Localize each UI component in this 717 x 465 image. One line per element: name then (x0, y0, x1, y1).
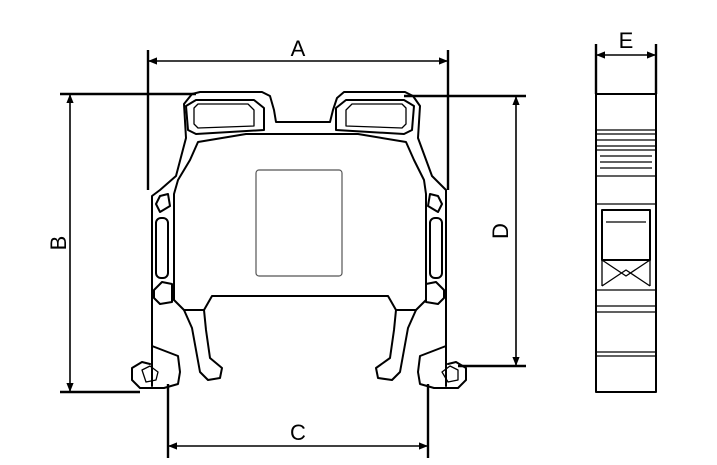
clamp-right (335, 99, 415, 135)
dimension-label-d: D (488, 223, 513, 239)
dimension-d: D (404, 94, 526, 368)
dimension-e: E (594, 28, 658, 94)
dimension-label-c: C (290, 420, 306, 445)
slot-left-long (155, 217, 169, 279)
clamp-left-inner (193, 103, 255, 129)
dimension-b: B (46, 92, 196, 394)
foot-right-hook (441, 365, 459, 383)
dimension-label-b: B (46, 236, 71, 251)
side-body (595, 93, 657, 393)
leg-left (183, 309, 223, 381)
slot-right-long (429, 217, 443, 279)
side-clamp-window (601, 209, 651, 261)
side-screw-cross (601, 259, 651, 287)
body-inner-outline (173, 133, 427, 301)
slot-left-bottom (153, 281, 173, 305)
rail-inner-profile (173, 295, 427, 311)
leg-right (375, 309, 417, 381)
marker-window (255, 169, 343, 277)
dimension-a: A (146, 36, 450, 190)
slot-right-top (427, 193, 443, 213)
slot-left-top (155, 193, 171, 213)
body-outline (151, 91, 447, 387)
front-view (131, 91, 467, 389)
side-view (595, 93, 657, 393)
clamp-left (185, 99, 265, 135)
foot-right (417, 311, 467, 389)
dimension-label-a: A (291, 36, 306, 61)
foot-left (131, 311, 181, 389)
foot-left-hook (141, 365, 159, 383)
clamp-right-inner (345, 103, 407, 129)
dimension-label-e: E (619, 28, 634, 53)
slot-right-bottom (425, 281, 445, 305)
dimension-c: C (166, 384, 430, 458)
